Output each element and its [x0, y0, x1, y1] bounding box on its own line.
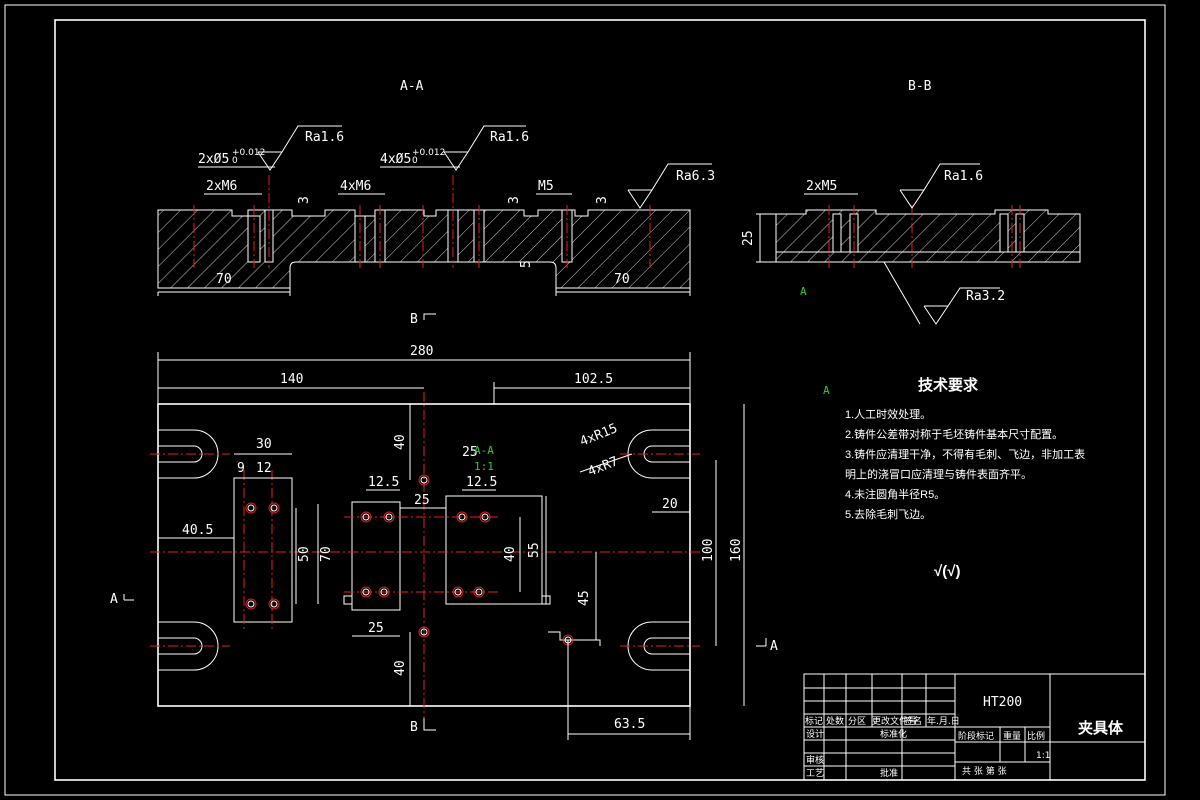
plan-view: B B A A — [110, 312, 830, 740]
section-bb-title: B-B — [908, 79, 932, 94]
svg-text:B: B — [410, 720, 418, 735]
svg-text:重量: 重量 — [1003, 730, 1021, 742]
svg-text:12.5: 12.5 — [466, 475, 497, 490]
roughness-symbol: √(√) — [934, 563, 960, 580]
dim-4xm6: 4xM6 — [340, 179, 371, 194]
svg-text:9: 9 — [237, 461, 245, 476]
pad-mid-right — [445, 495, 543, 605]
svg-text:批准: 批准 — [880, 767, 898, 779]
svg-text:100: 100 — [701, 539, 716, 562]
inner-frame — [54, 19, 1146, 781]
svg-text:0: 0 — [232, 156, 238, 166]
svg-text:比例: 比例 — [1027, 730, 1045, 742]
svg-text:55: 55 — [527, 542, 542, 558]
dim-4xphi5: 4xØ5 — [380, 152, 411, 167]
ra-bb-2: Ra3.2 — [966, 289, 1005, 304]
section-aa-view: A-A Ra1.6 Ra1.6 Ra6.3 2xØ5 +0.012 0 4 — [157, 79, 715, 296]
svg-text:处数: 处数 — [826, 715, 844, 727]
svg-text:设计: 设计 — [806, 728, 824, 740]
svg-text:70: 70 — [319, 546, 334, 562]
dim-2xphi5: 2xØ5 — [198, 152, 229, 167]
title-block: HT200 夹具体 1:1 标记 处数 分区 更改文件号 签名 年.月.日 设计… — [803, 673, 1146, 781]
svg-text:5: 5 — [519, 260, 534, 268]
svg-text:63.5: 63.5 — [614, 717, 645, 732]
svg-text:2.铸件公差带对称于毛坯铸件基本尺寸配置。: 2.铸件公差带对称于毛坯铸件基本尺寸配置。 — [845, 427, 1063, 441]
svg-text:45: 45 — [577, 590, 592, 606]
material-text: HT200 — [983, 695, 1022, 710]
svg-text:3.铸件应清理干净，不得有毛刺、飞边，非加工表: 3.铸件应清理干净，不得有毛刺、飞边，非加工表 — [845, 447, 1085, 461]
outer-frame — [4, 4, 1166, 796]
svg-text:0: 0 — [412, 156, 418, 166]
svg-text:160: 160 — [729, 539, 744, 562]
svg-text:4xR15: 4xR15 — [578, 421, 620, 450]
svg-text:12.5: 12.5 — [368, 475, 399, 490]
svg-text:共 张 第 张: 共 张 第 张 — [962, 765, 1007, 777]
svg-text:5.去除毛刺飞边。: 5.去除毛刺飞边。 — [845, 507, 931, 521]
svg-text:工艺: 工艺 — [806, 768, 824, 779]
svg-text:B: B — [410, 312, 418, 327]
svg-text:4xR7: 4xR7 — [586, 454, 621, 480]
dim-m5: M5 — [538, 179, 554, 194]
tech-title: 技术要求 — [918, 376, 979, 394]
dim-2xm6: 2xM6 — [206, 179, 237, 194]
section-bb-view: B-B 2xM5 Ra1.6 25 Ra3.2 A — [741, 79, 1081, 325]
svg-text:3: 3 — [595, 196, 610, 204]
svg-text:签名: 签名 — [904, 715, 922, 727]
svg-text:1.人工时效处理。: 1.人工时效处理。 — [845, 407, 931, 421]
ra-aa-1: Ra1.6 — [305, 130, 344, 145]
svg-text:A: A — [770, 639, 778, 654]
dim-102-5: 102.5 — [574, 372, 613, 387]
svg-text:25: 25 — [462, 445, 478, 460]
dim-aa-70-left: 70 — [216, 272, 232, 287]
green-label-a2: A — [823, 384, 830, 397]
pad-left — [233, 477, 293, 623]
svg-text:1:1: 1:1 — [1036, 751, 1050, 761]
part-name: 夹具体 — [1078, 719, 1124, 737]
dim-bb-2xm5: 2xM5 — [806, 179, 837, 194]
svg-text:40: 40 — [393, 434, 408, 450]
section-aa-body — [157, 209, 691, 289]
svg-text:更改文件号: 更改文件号 — [872, 715, 917, 727]
green-label-aa: A-A — [474, 444, 494, 457]
svg-text:4.未注圆角半径R5。: 4.未注圆角半径R5。 — [845, 487, 945, 501]
dim-140: 140 — [280, 372, 303, 387]
svg-text:明上的浇冒口应清理与铸件表面齐平。: 明上的浇冒口应清理与铸件表面齐平。 — [845, 467, 1032, 481]
svg-text:25: 25 — [368, 621, 384, 636]
svg-text:3: 3 — [507, 196, 522, 204]
svg-text:50: 50 — [297, 546, 312, 562]
svg-text:3: 3 — [297, 196, 312, 204]
dim-aa-70-right: 70 — [614, 272, 630, 287]
svg-text:40: 40 — [503, 546, 518, 562]
tech-requirements: 技术要求 1.人工时效处理。 2.铸件公差带对称于毛坯铸件基本尺寸配置。 3.铸… — [845, 376, 1085, 580]
svg-text:+0.012: +0.012 — [412, 148, 445, 158]
svg-text:40.5: 40.5 — [182, 523, 213, 538]
svg-text:年.月.日: 年.月.日 — [927, 715, 960, 727]
svg-text:标准化: 标准化 — [880, 728, 907, 740]
green-label-a1: A — [800, 285, 807, 298]
pad-mid-left — [351, 501, 401, 611]
svg-text:30: 30 — [256, 437, 272, 452]
svg-text:20: 20 — [662, 497, 678, 512]
section-aa-title: A-A — [400, 79, 424, 94]
svg-text:审核: 审核 — [806, 754, 824, 766]
dim-bb-25: 25 — [741, 230, 756, 246]
green-label-scale: 1:1 — [474, 460, 494, 473]
svg-text:标记: 标记 — [805, 715, 823, 727]
ra-aa-2: Ra1.6 — [490, 130, 529, 145]
svg-text:+0.012: +0.012 — [232, 148, 265, 158]
dim-280: 280 — [410, 344, 433, 359]
ra-aa-3: Ra6.3 — [676, 169, 715, 184]
section-bb-body — [775, 209, 1081, 263]
ra-bb-1: Ra1.6 — [944, 169, 983, 184]
svg-text:阶段标记: 阶段标记 — [958, 730, 994, 742]
svg-text:分区: 分区 — [848, 716, 866, 727]
svg-text:12: 12 — [256, 461, 272, 476]
svg-text:A: A — [110, 592, 118, 607]
svg-text:40: 40 — [393, 660, 408, 676]
svg-text:25: 25 — [414, 493, 430, 508]
